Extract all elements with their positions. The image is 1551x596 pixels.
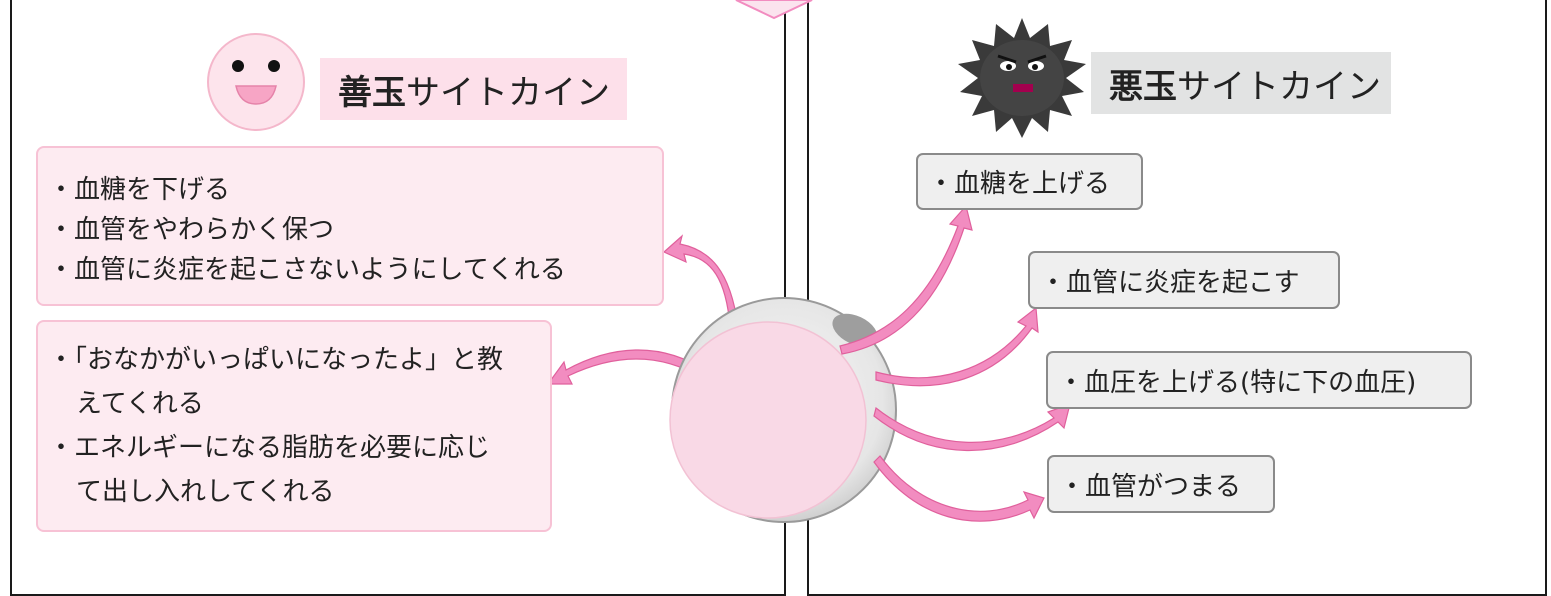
smiling-face-icon <box>207 33 305 131</box>
good-arrows <box>546 234 739 385</box>
good-effect-item: ・血糖を下げる <box>48 175 231 205</box>
bad-title-bold: 悪玉 <box>1109 66 1177 107</box>
top-arrow-tip-icon <box>735 0 813 20</box>
diagram-artwork <box>207 0 1086 523</box>
bad-effect-item: ・血圧を上げる(特に下の血圧) <box>1046 351 1472 409</box>
bad-effect-item: ・血管がつまる <box>1047 455 1275 513</box>
bad-arrows <box>839 204 1071 522</box>
good-title-rest: サイトカイン <box>406 72 610 113</box>
good-effect-item-continued: えてくれる <box>76 389 204 419</box>
good-effects-box-1: ・血糖を下げる ・血管をやわらかく保つ ・血管に炎症を起こさないようにしてくれる <box>36 146 664 306</box>
fat-cell-illustration <box>669 297 897 523</box>
good-effect-item-continued: て出し入れしてくれる <box>76 477 335 507</box>
bad-effect-item: ・血糖を上げる <box>916 153 1143 210</box>
bad-effect-item: ・血管に炎症を起こす <box>1028 251 1340 309</box>
good-effects-box-2: ・「おなかがいっぱいになったよ」と教 えてくれる ・エネルギーになる脂肪を必要に… <box>36 320 552 532</box>
good-effect-item: ・エネルギーになる脂肪を必要に応じ <box>48 433 491 463</box>
good-effect-item: ・血管に炎症を起こさないようにしてくれる <box>48 255 566 285</box>
good-effect-item: ・血管をやわらかく保つ <box>48 215 335 245</box>
good-effect-item: ・「おなかがいっぱいになったよ」と教 <box>48 345 504 375</box>
good-cytokine-title: 善玉サイトカイン <box>320 58 627 120</box>
angry-germ-icon <box>958 18 1086 138</box>
good-title-bold: 善玉 <box>338 72 406 113</box>
bad-title-rest: サイトカイン <box>1177 66 1381 107</box>
bad-cytokine-title: 悪玉サイトカイン <box>1091 52 1391 114</box>
